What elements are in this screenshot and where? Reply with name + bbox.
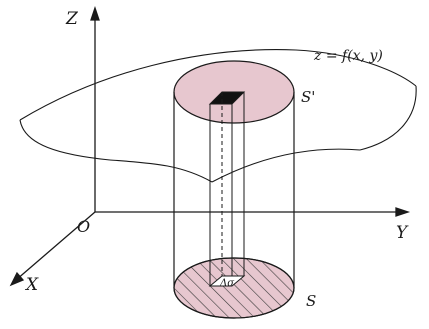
z-axis-arrow (90, 5, 100, 21)
surface (19, 49, 417, 183)
surface-top-edge (19, 49, 417, 121)
axes (9, 5, 411, 287)
prism-base (208, 275, 246, 287)
origin-label: O (77, 217, 90, 236)
x-axis-arrow (9, 271, 25, 287)
x-axis-label: X (24, 275, 39, 295)
y-axis-label: Y (396, 223, 409, 243)
surface-equation-label: z = f(x, y) (313, 48, 383, 64)
surface-left-edge (19, 119, 111, 161)
y-axis-arrow (395, 207, 411, 217)
top-region-label: S' (301, 88, 315, 106)
bottom-region-outline (173, 257, 295, 319)
area-element-label: Δσ (219, 278, 235, 289)
z-axis-label: Z (65, 9, 79, 29)
x-axis (15, 211, 96, 281)
surface-front-left (109, 159, 213, 183)
bottom-region-label: S (306, 292, 316, 310)
prism-column (208, 91, 246, 287)
bottom-region-hatch (174, 258, 294, 318)
surface-front-right (211, 148, 361, 183)
surface-right-edge (359, 85, 417, 151)
